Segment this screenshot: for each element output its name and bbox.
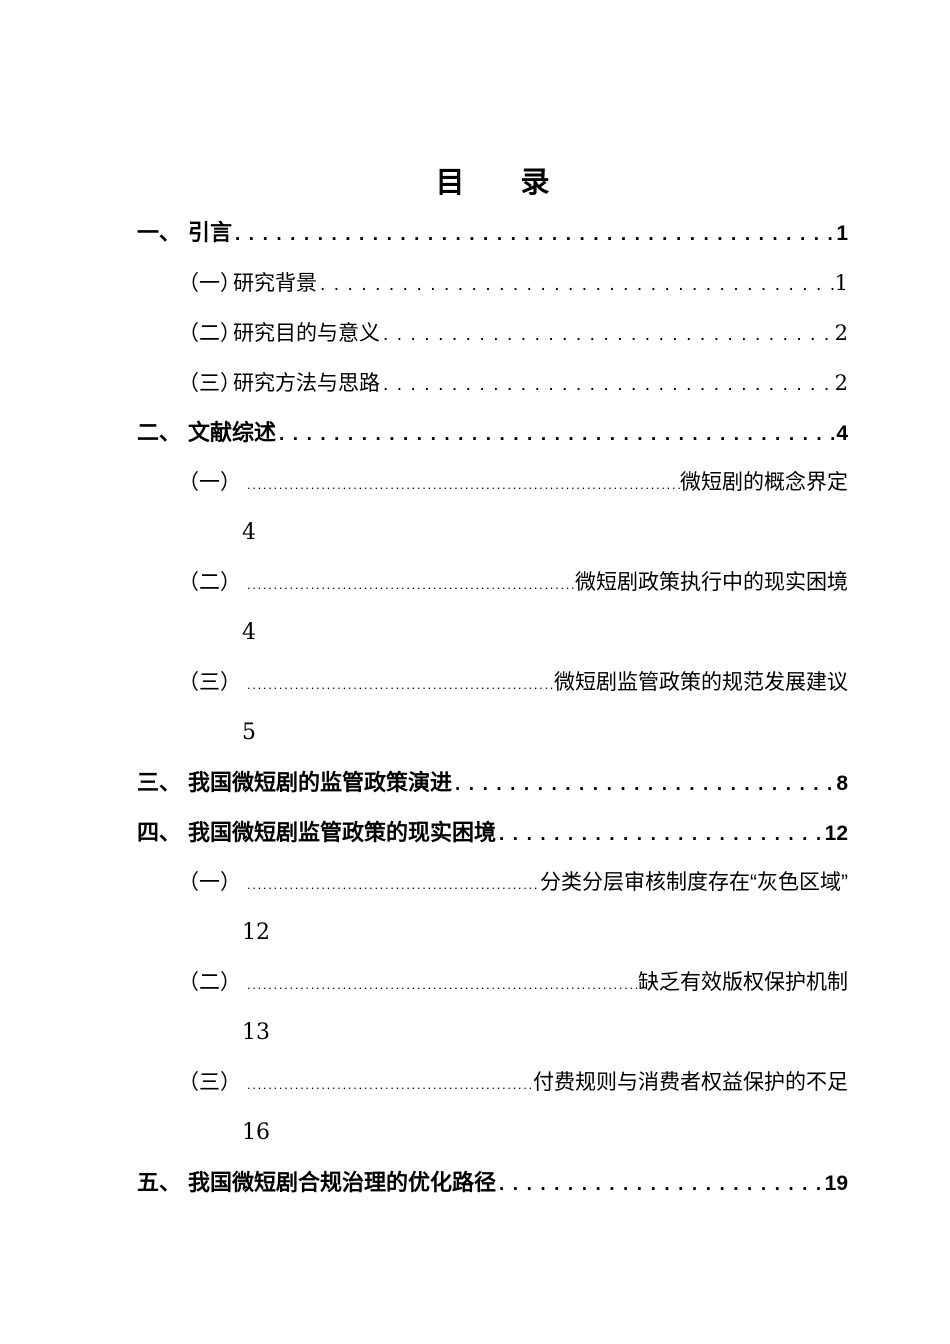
toc-entry-page: 4	[242, 520, 256, 545]
dot-leader: ........................................…	[499, 1174, 825, 1195]
toc-entry[interactable]: 二、文献综述..................................…	[137, 408, 848, 458]
toc-entry-title: 文献综述	[188, 420, 277, 445]
toc-entry-page: 4	[242, 620, 256, 645]
dot-leader: ........................................…	[383, 374, 835, 395]
toc-entry[interactable]: （一）研究背景.................................…	[178, 258, 848, 308]
toc-entry-number: 二、	[137, 420, 182, 445]
table-of-contents: 一、引言....................................…	[137, 208, 848, 1208]
toc-entry[interactable]: 五、我国微短剧合规治理的优化路径........................…	[137, 1158, 848, 1208]
toc-entry-number: 五、	[137, 1170, 182, 1195]
toc-entry-number: 四、	[137, 820, 182, 845]
toc-entry-title: 研究方法与思路	[233, 372, 380, 395]
toc-entry-page-line[interactable]: 16	[242, 1108, 848, 1158]
page-title: 目 录	[137, 165, 848, 208]
dot-leader: ........................................…	[383, 324, 835, 345]
page-title-char: 目	[435, 167, 465, 199]
toc-entry-number: （二）	[178, 571, 241, 594]
toc-entry[interactable]: （三）.....................................…	[178, 1058, 848, 1108]
toc-entry-page-line[interactable]: 5	[242, 708, 848, 758]
toc-entry-page-line[interactable]: 4	[242, 508, 848, 558]
toc-entry-page: 1	[836, 222, 848, 245]
toc-entry[interactable]: （二）.....................................…	[178, 958, 848, 1008]
toc-entry-number: 一、	[137, 220, 182, 245]
toc-entry[interactable]: 一、引言....................................…	[137, 208, 848, 258]
toc-entry-title: 我国微短剧的监管政策演进	[188, 770, 453, 795]
toc-entry-number: （一）	[178, 471, 241, 494]
toc-entry-title: 我国微短剧合规治理的优化路径	[188, 1170, 497, 1195]
toc-entry-page: 2	[834, 321, 848, 345]
toc-entry-number: （一）	[178, 871, 241, 894]
toc-entry-title: 缺乏有效版权保护机制	[638, 971, 848, 994]
toc-entry-page-line[interactable]: 4	[242, 608, 848, 658]
dot-leader: ........................................…	[247, 1077, 533, 1092]
toc-entry-page: 4	[836, 422, 848, 445]
page-title-char: 录	[520, 167, 550, 199]
dot-leader: ........................................…	[320, 274, 835, 295]
toc-entry-page: 5	[242, 720, 256, 745]
dot-leader: ........................................…	[247, 477, 680, 492]
toc-entry-page: 19	[824, 1172, 848, 1195]
toc-entry[interactable]: （二）研究目的与意义..............................…	[178, 308, 848, 358]
toc-entry-title: 研究背景	[233, 272, 317, 295]
toc-entry[interactable]: （二）.....................................…	[178, 558, 848, 608]
toc-entry-title: 分类分层审核制度存在“灰色区域”	[540, 871, 848, 894]
toc-entry-number: （三）	[178, 372, 241, 395]
toc-entry-title: 研究目的与意义	[233, 322, 380, 345]
dot-leader: ........................................…	[235, 224, 836, 245]
toc-entry[interactable]: 三、我国微短剧的监管政策演进..........................…	[137, 758, 848, 808]
toc-entry-number: （二）	[178, 971, 241, 994]
toc-entry-page: 8	[836, 772, 848, 795]
toc-entry-page: 12	[242, 920, 270, 945]
toc-entry-page-line[interactable]: 12	[242, 908, 848, 958]
dot-leader: ........................................…	[247, 677, 554, 692]
toc-entry-title: 我国微短剧监管政策的现实困境	[188, 820, 497, 845]
dot-leader: ........................................…	[499, 824, 825, 845]
toc-entry-title: 付费规则与消费者权益保护的不足	[533, 1071, 848, 1094]
toc-entry[interactable]: （三）.....................................…	[178, 658, 848, 708]
toc-entry-page: 12	[824, 822, 848, 845]
toc-entry-number: （三）	[178, 671, 241, 694]
dot-leader: ........................................…	[247, 977, 638, 992]
toc-entry-page-line[interactable]: 13	[242, 1008, 848, 1058]
toc-entry[interactable]: （一）.....................................…	[178, 458, 848, 508]
dot-leader: ........................................…	[247, 877, 540, 892]
toc-entry-title: 微短剧监管政策的规范发展建议	[554, 671, 848, 694]
dot-leader: ........................................…	[247, 577, 575, 592]
toc-entry-title: 引言	[188, 220, 233, 245]
toc-entry-number: （二）	[178, 322, 241, 345]
toc-entry-page: 2	[834, 371, 848, 395]
dot-leader: ........................................…	[455, 774, 836, 795]
toc-entry-number: 三、	[137, 770, 182, 795]
toc-entry-page: 1	[834, 271, 848, 295]
toc-entry[interactable]: 四、我国微短剧监管政策的现实困境........................…	[137, 808, 848, 858]
toc-entry-number: （三）	[178, 1071, 241, 1094]
toc-entry-title: 微短剧政策执行中的现实困境	[575, 571, 848, 594]
toc-entry[interactable]: （三）研究方法与思路..............................…	[178, 358, 848, 408]
toc-entry-title: 微短剧的概念界定	[680, 471, 848, 494]
toc-entry[interactable]: （一）.....................................…	[178, 858, 848, 908]
toc-entry-page: 16	[242, 1120, 270, 1145]
dot-leader: ........................................…	[279, 424, 836, 445]
toc-entry-number: （一）	[178, 272, 241, 295]
toc-entry-page: 13	[242, 1020, 270, 1045]
